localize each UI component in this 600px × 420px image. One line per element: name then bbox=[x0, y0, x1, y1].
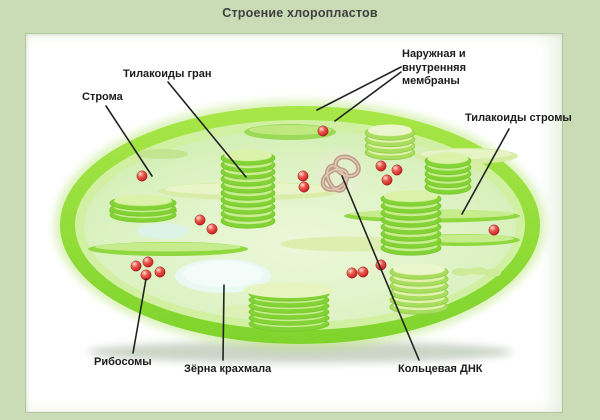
pointer-stroma-thylakoids bbox=[461, 128, 510, 215]
grana-stack bbox=[389, 263, 449, 315]
pointer-grana-thylakoids bbox=[167, 81, 247, 178]
pointer-ribosomes bbox=[132, 278, 147, 354]
pointer-starch-grains bbox=[222, 284, 225, 361]
circular-dna bbox=[316, 148, 364, 196]
label-circular-dna: Кольцевая ДНК bbox=[398, 363, 483, 375]
label-starch-grains: Зёрна крахмала bbox=[184, 363, 272, 375]
label-membranes: Наружная и внутренняя мембраны bbox=[402, 48, 467, 87]
label-grana-thylakoids: Тилакоиды гран bbox=[123, 68, 212, 80]
page-title: Строение хлоропластов bbox=[222, 6, 378, 20]
pointer-circular-dna bbox=[341, 175, 420, 361]
grana-stack bbox=[109, 195, 177, 223]
pointer-stroma bbox=[105, 105, 153, 177]
grana-stack bbox=[424, 152, 472, 195]
grana-stack bbox=[220, 149, 276, 229]
starch-grain bbox=[175, 259, 271, 293]
ribosomes bbox=[130, 125, 500, 281]
grana-stack bbox=[243, 282, 335, 332]
label-stroma-thylakoids: Тилакоиды стромы bbox=[465, 112, 572, 124]
label-stroma: Строма bbox=[82, 91, 123, 103]
pointer-outer-membrane bbox=[316, 66, 402, 111]
pointer-lines bbox=[105, 66, 510, 361]
pointer-inner-membrane bbox=[334, 71, 402, 122]
label-ribosomes: Рибосомы bbox=[94, 356, 152, 368]
grana-stack bbox=[380, 190, 442, 256]
grana-stack bbox=[364, 124, 416, 161]
chloroplast-shadow bbox=[88, 341, 512, 363]
